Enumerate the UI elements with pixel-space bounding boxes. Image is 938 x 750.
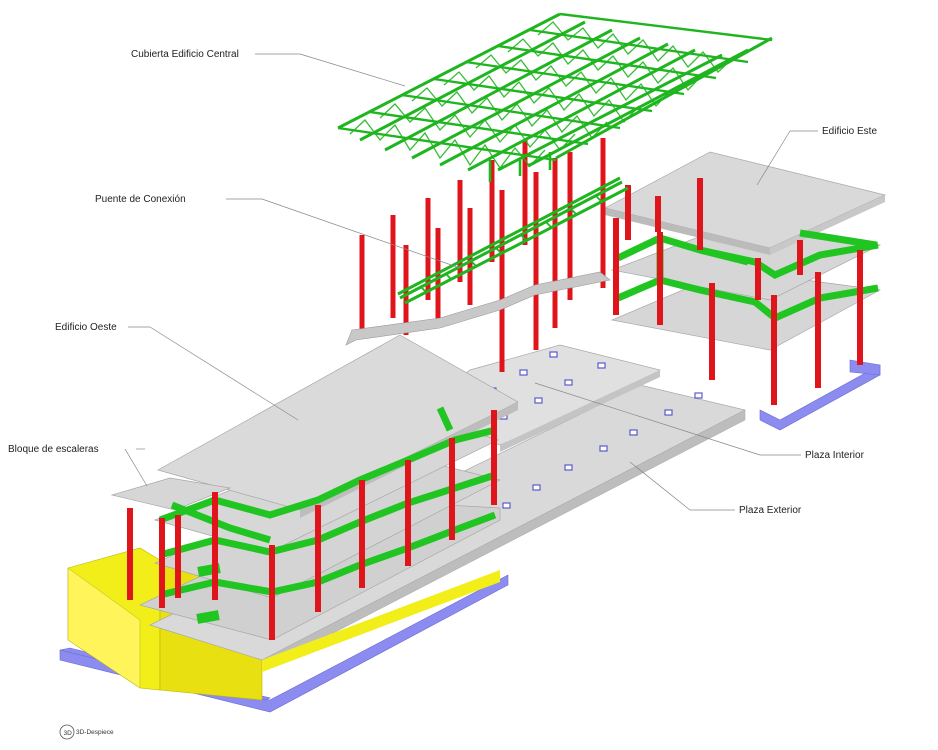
label-plaza-exterior: Plaza Exterior bbox=[739, 505, 802, 516]
label-puente: Puente de Conexión bbox=[95, 194, 186, 205]
connection-walkway bbox=[345, 271, 611, 346]
cubierta-edificio-central bbox=[337, 12, 773, 182]
logo-icon bbox=[59, 724, 75, 740]
logo-icon-mark: 3D bbox=[64, 730, 73, 737]
leader-lines bbox=[124, 53, 818, 511]
puente-de-conexion bbox=[397, 176, 629, 305]
label-edificio-este: Edificio Este bbox=[822, 126, 877, 137]
central-columns bbox=[359, 138, 606, 372]
edificio-este bbox=[604, 151, 887, 405]
edificio-oeste bbox=[110, 334, 519, 641]
label-plaza-interior: Plaza Interior bbox=[805, 450, 865, 461]
label-edificio-oeste: Edificio Oeste bbox=[55, 322, 117, 333]
brand-logo: 3D 3D-Despiece bbox=[59, 724, 114, 740]
label-bloque-escaleras: Bloque de escaleras bbox=[8, 444, 99, 455]
label-cubierta: Cubierta Edificio Central bbox=[131, 49, 239, 60]
logo-text: 3D-Despiece bbox=[76, 729, 114, 736]
callout-labels: Cubierta Edificio Central Puente de Cone… bbox=[8, 49, 877, 516]
